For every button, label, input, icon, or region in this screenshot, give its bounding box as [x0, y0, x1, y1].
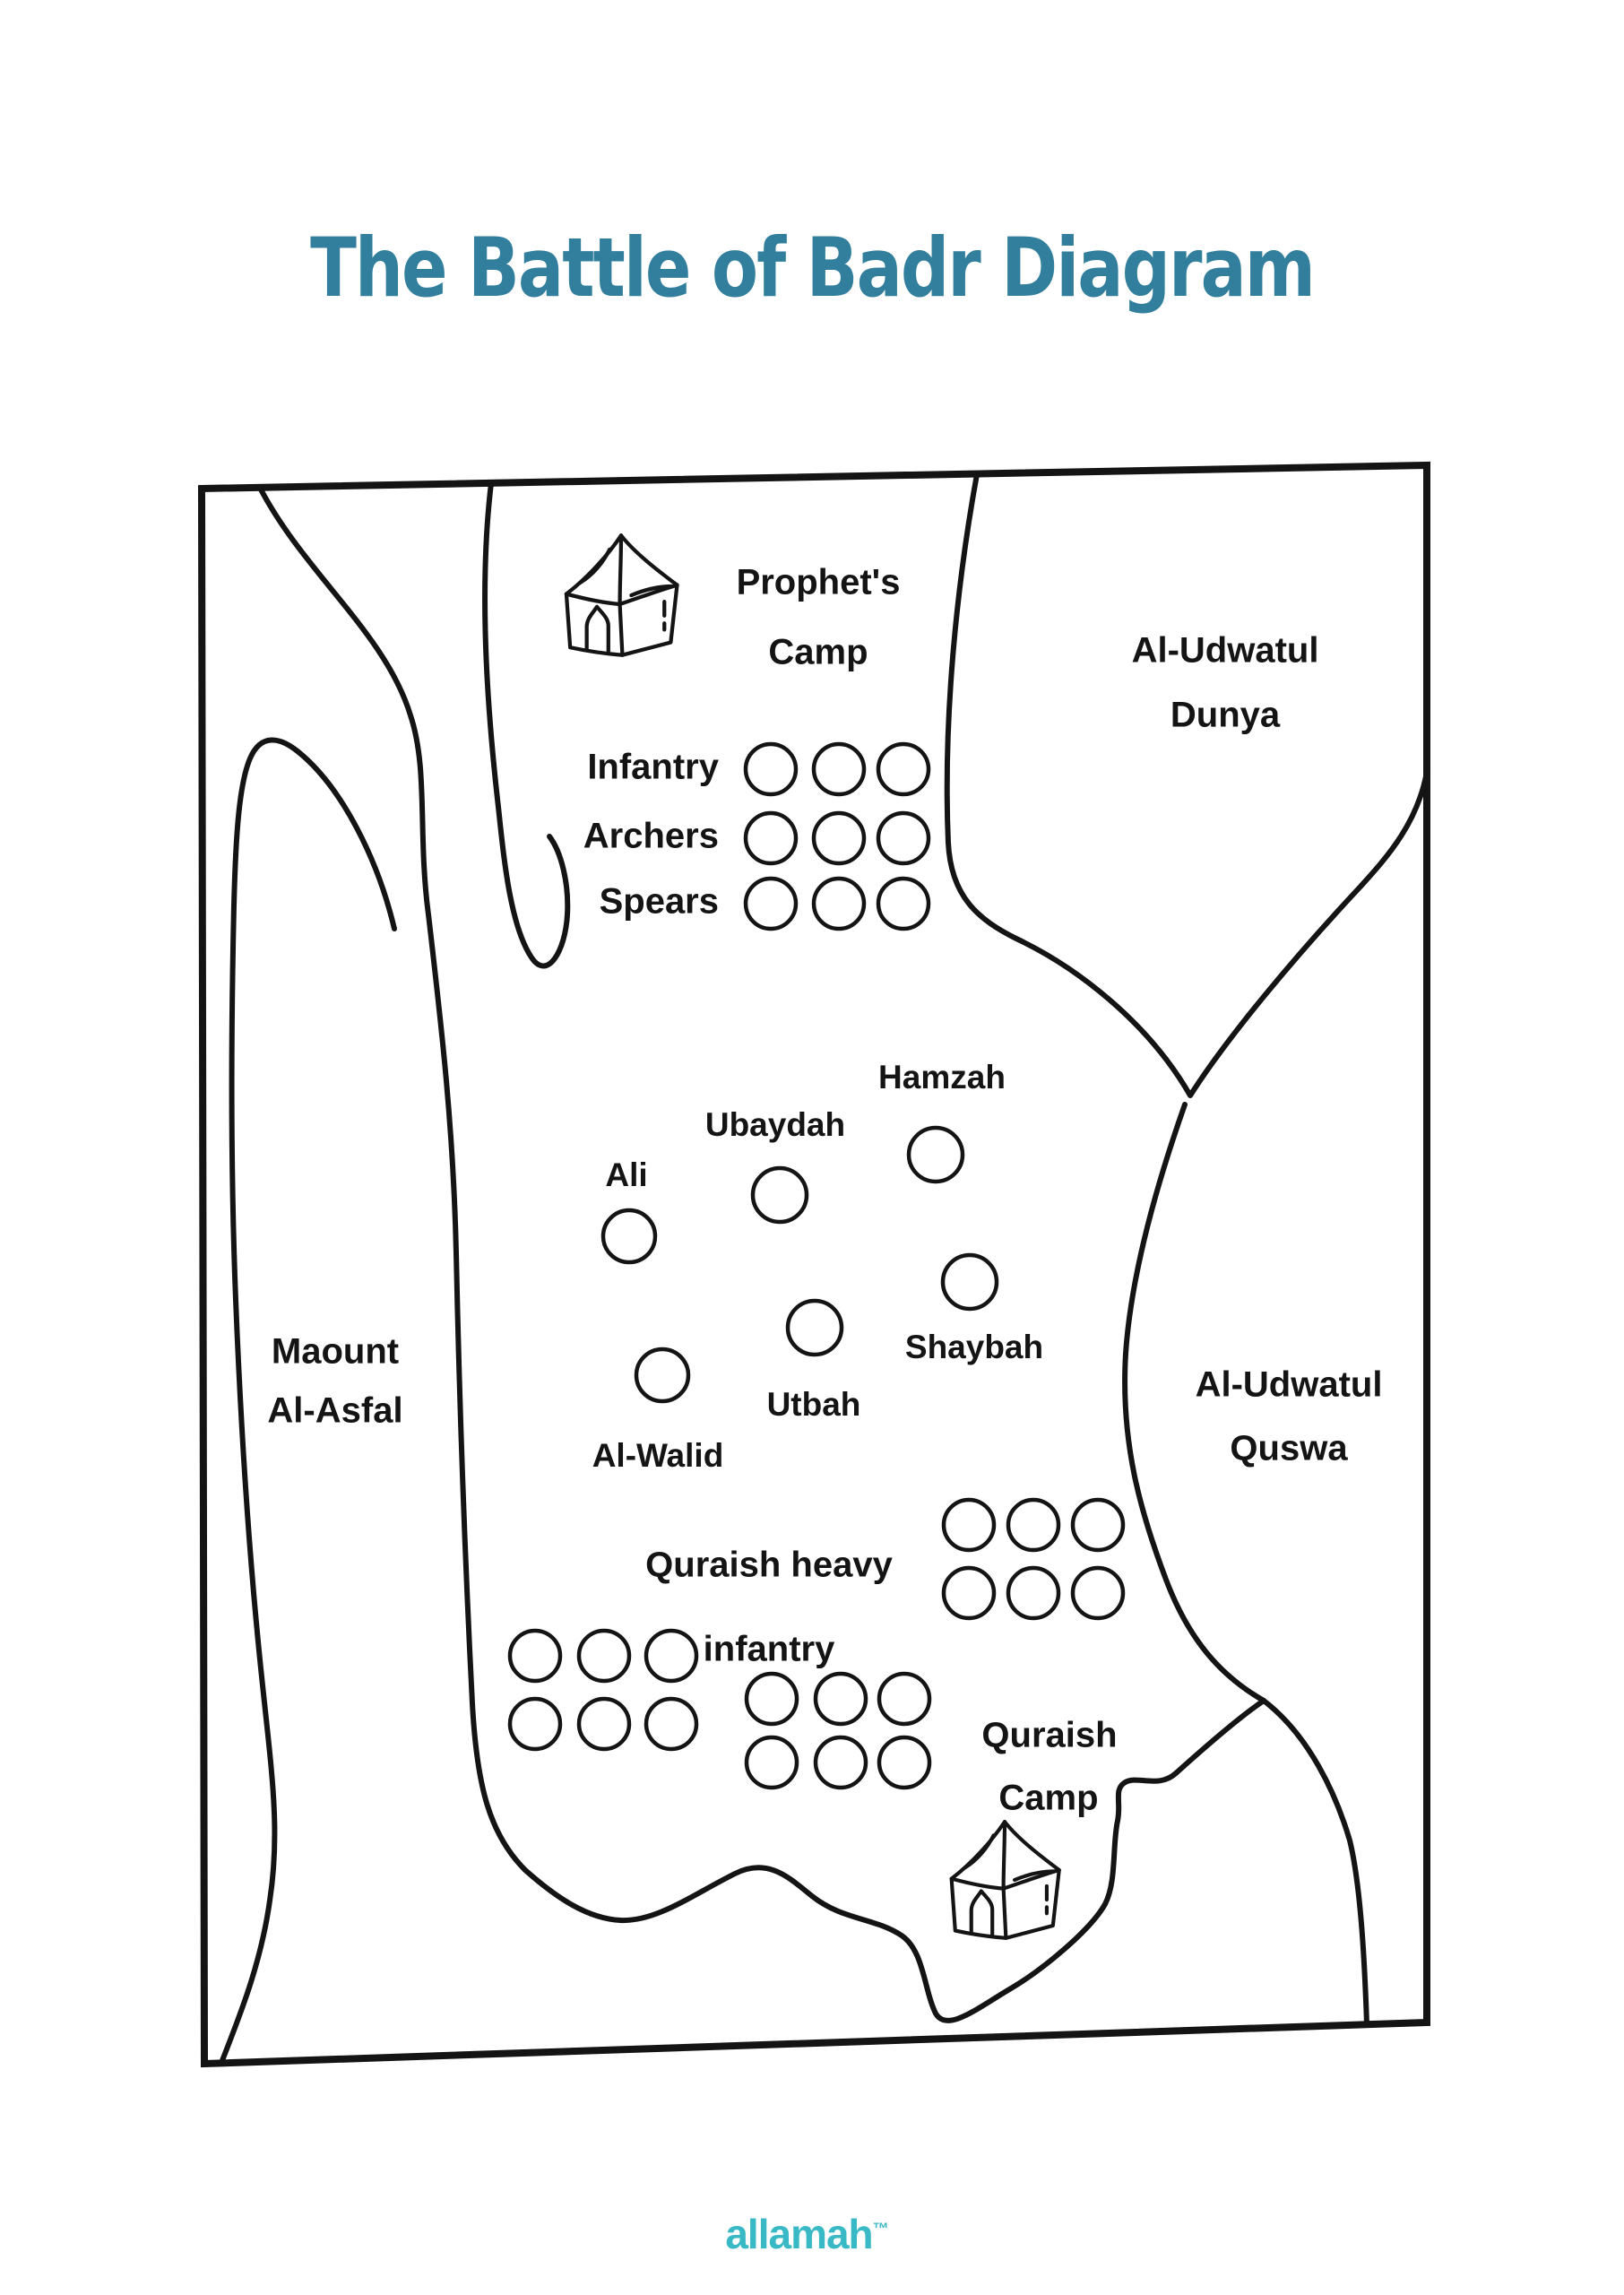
unit-circle-muslim-line — [811, 810, 867, 866]
region-asfal-line2: Al-Asfal — [267, 1391, 402, 1431]
prophets-camp-label-line1: Prophet's — [737, 563, 901, 602]
unit-circle-quraish-right — [1006, 1497, 1061, 1553]
unit-circle-muslim-line — [876, 810, 931, 866]
region-dunya-line2: Dunya — [1170, 696, 1281, 735]
unit-circle-muslim-line — [876, 741, 931, 797]
unit-circle-quraish-left — [507, 1628, 563, 1684]
terrain-quswa-boundary — [1122, 1102, 1369, 2027]
unit-circle-quraish-middle — [744, 1735, 799, 1790]
muslim-row-label-archers: Archers — [583, 817, 719, 856]
prophets-camp-label-line2: Camp — [768, 633, 868, 672]
unit-circle-muslim-line — [743, 741, 799, 797]
champion-circle-hamzah — [906, 1125, 965, 1184]
muslim-row-label-spears: Spears — [600, 882, 719, 922]
unit-circle-muslim-line — [876, 876, 931, 931]
champion-label-hamzah: Hamzah — [878, 1059, 1006, 1096]
region-dunya-line1: Al-Udwatul — [1132, 631, 1319, 671]
unit-circle-quraish-middle — [877, 1735, 932, 1790]
allamah-logo: allamah™ — [725, 2211, 887, 2257]
champion-label-ubaydah: Ubaydah — [705, 1106, 845, 1143]
quraish-camp-tent-icon — [949, 1820, 1061, 1940]
unit-circle-quraish-left — [507, 1696, 563, 1752]
unit-formations — [507, 741, 1126, 1790]
unit-circle-muslim-line — [743, 876, 799, 931]
region-asfal-line1: Maount — [272, 1332, 399, 1372]
unit-circle-quraish-right — [1006, 1565, 1061, 1621]
quraish-infantry-label-line2: infantry — [704, 1630, 835, 1669]
champion-circle-utbah — [785, 1298, 844, 1357]
unit-circle-quraish-left — [576, 1628, 632, 1684]
page-title: The Battle of Badr Diagram — [310, 220, 1314, 315]
muslim-row-label-infantry: Infantry — [587, 748, 719, 787]
unit-circle-quraish-middle — [813, 1671, 868, 1727]
region-quswa-line1: Al-Udwatul — [1196, 1365, 1383, 1405]
unit-circle-quraish-left — [644, 1696, 699, 1752]
champion-label-al-walid: Al-Walid — [592, 1437, 724, 1474]
unit-circle-quraish-right — [1070, 1497, 1126, 1553]
unit-circle-quraish-right — [941, 1497, 997, 1553]
terrain-left-ridge-and-bottom-wadi — [257, 485, 1266, 2023]
champion-circle-ali — [600, 1208, 658, 1265]
champion-circle-shaybah — [940, 1252, 999, 1312]
unit-circle-muslim-line — [811, 741, 867, 797]
unit-circle-quraish-right — [1070, 1565, 1126, 1621]
terrain-upper-middle-ridge — [482, 481, 571, 969]
unit-circle-quraish-middle — [813, 1735, 868, 1790]
unit-circle-quraish-middle — [744, 1671, 799, 1727]
quraish-camp-label-line1: Quraish — [981, 1716, 1117, 1755]
unit-circle-muslim-line — [811, 876, 867, 931]
prophets-camp-tent-icon — [564, 533, 679, 657]
unit-circle-quraish-left — [644, 1628, 699, 1684]
unit-circle-quraish-left — [576, 1696, 632, 1752]
quraish-infantry-label-line1: Quraish heavy — [645, 1546, 893, 1585]
terrain-mount-al-asfal-outline — [219, 737, 397, 2066]
terrain-dunya-boundary — [944, 472, 1430, 1098]
champion-label-ali: Ali — [605, 1156, 647, 1193]
region-quswa-line2: Quswa — [1230, 1429, 1348, 1468]
map-border — [197, 461, 1430, 2068]
champion-circle-al-walid — [634, 1347, 691, 1404]
unit-circle-muslim-line — [743, 810, 799, 866]
champion-label-shaybah: Shaybah — [905, 1329, 1043, 1365]
champion-label-utbah: Utbah — [767, 1386, 861, 1423]
unit-circle-quraish-right — [941, 1565, 997, 1621]
quraish-camp-label-line2: Camp — [998, 1779, 1098, 1818]
champion-circle-ubaydah — [750, 1165, 809, 1225]
unit-circle-quraish-middle — [877, 1671, 932, 1727]
